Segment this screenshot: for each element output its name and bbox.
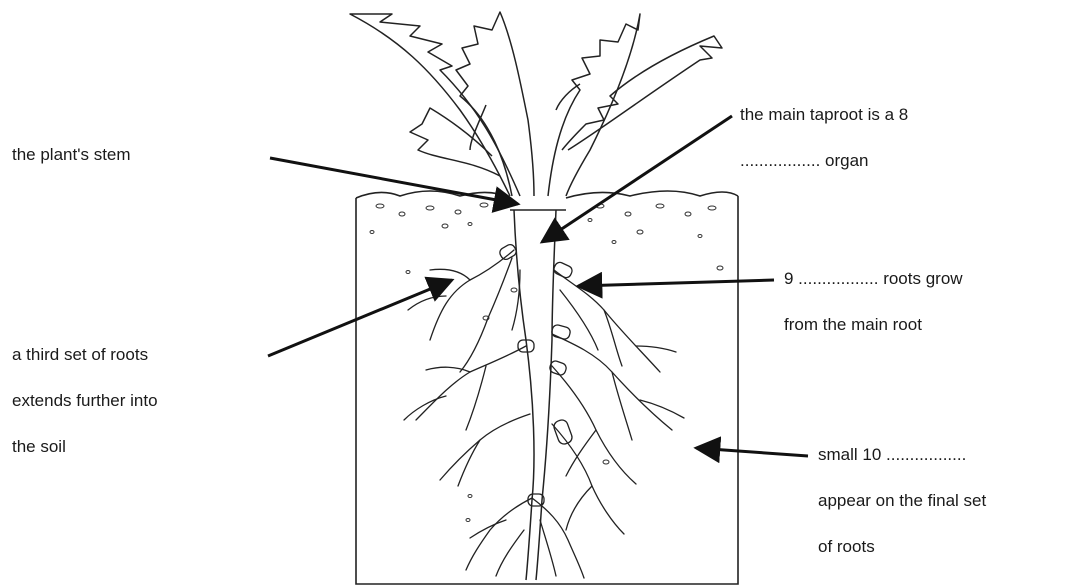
soil-specks <box>370 203 723 522</box>
arrow-taproot <box>542 116 732 242</box>
label-third-line1: a third set of roots <box>12 332 158 378</box>
arrow-roots-9 <box>578 280 774 286</box>
label-small10-line1: small 10 ................. <box>818 432 986 478</box>
label-small10-line2: appear on the final set <box>818 478 986 524</box>
label-small10-line3: of roots <box>818 524 986 570</box>
soil-box <box>356 191 738 584</box>
label-taproot-line2: ................. organ <box>740 138 908 184</box>
label-plant-stem: the plant's stem <box>12 132 131 178</box>
plant-leaves <box>350 12 722 196</box>
label-third-line2: extends further into <box>12 378 158 424</box>
pointer-arrows <box>268 116 808 456</box>
arrow-small-10 <box>696 448 808 456</box>
arrow-stem <box>270 158 518 204</box>
label-third-set-roots: a third set of roots extends further int… <box>12 332 158 470</box>
taproot <box>514 210 556 580</box>
label-taproot-line1: the main taproot is a 8 <box>740 92 908 138</box>
label-third-line3: the soil <box>12 424 158 470</box>
label-small-10: small 10 ................. appear on the… <box>818 432 986 570</box>
root-nodules <box>498 243 574 506</box>
label-stem-text: the plant's stem <box>12 132 131 178</box>
label-roots9-line1: 9 ................. roots grow <box>784 256 963 302</box>
label-main-taproot: the main taproot is a 8 ................… <box>740 92 908 184</box>
label-roots-9: 9 ................. roots grow from the … <box>784 256 963 348</box>
lateral-roots <box>404 250 684 578</box>
arrow-third-set <box>268 280 452 356</box>
label-roots9-line2: from the main root <box>784 302 963 348</box>
